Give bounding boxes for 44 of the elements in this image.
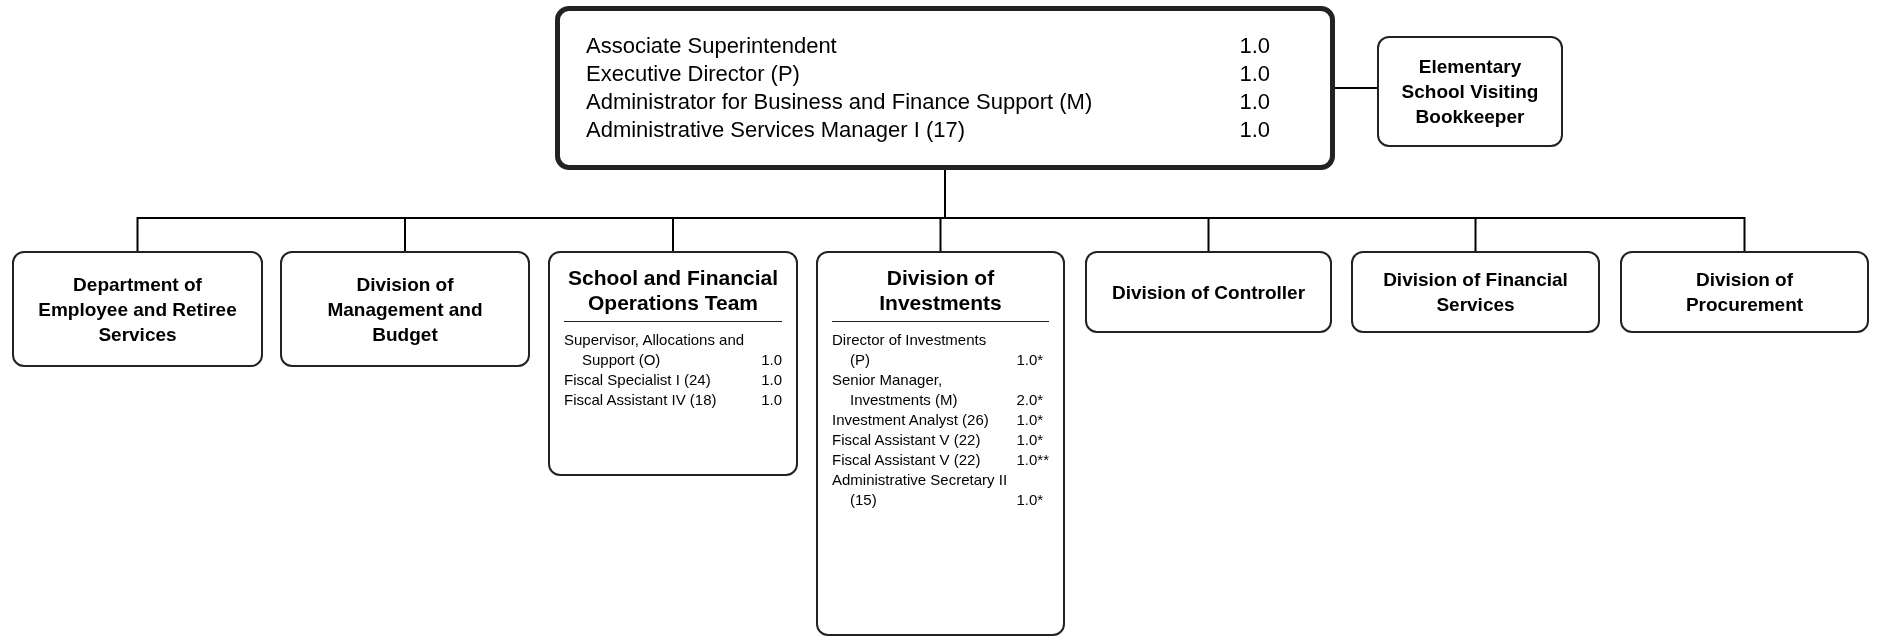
unit-heading: Division of Financial Services bbox=[1382, 268, 1569, 317]
unit-box bbox=[1085, 251, 1332, 333]
position-title: Director of Investments (P) bbox=[832, 330, 988, 370]
position-count: 1.0 bbox=[1239, 116, 1270, 144]
unit-heading: Department of Employee and Retiree Services bbox=[37, 272, 238, 347]
connector-line bbox=[1334, 87, 1378, 89]
position-title: Administrator for Business and Finance Support (M) bbox=[586, 88, 1094, 116]
position-title: Executive Director (P) bbox=[586, 60, 801, 88]
position-count: 2.0* bbox=[1016, 390, 1045, 410]
unit-box bbox=[548, 251, 798, 476]
position-count: 1.0 bbox=[1239, 60, 1270, 88]
position-count: 1.0* bbox=[1016, 490, 1045, 510]
position-title: Fiscal Assistant V (22) bbox=[832, 450, 982, 470]
unit-heading: School and Financial Operations Team bbox=[564, 265, 782, 322]
position-title: Supervisor, Allocations and Support (O) bbox=[564, 330, 746, 370]
unit-box bbox=[1351, 251, 1600, 333]
position-count: 1.0 bbox=[1239, 32, 1270, 60]
position-count: 1.0* bbox=[1016, 410, 1045, 430]
unit-heading: Division of Controller bbox=[1110, 280, 1307, 305]
position-title: Fiscal Assistant V (22) bbox=[832, 430, 982, 450]
position-count: 1.0 bbox=[1239, 88, 1270, 116]
position-count: 1.0** bbox=[1016, 450, 1049, 470]
position-count: 1.0* bbox=[1016, 350, 1045, 370]
position-count: 1.0 bbox=[761, 370, 782, 390]
position-box bbox=[555, 6, 1335, 170]
unit-box bbox=[1620, 251, 1869, 333]
unit-box bbox=[280, 251, 530, 367]
position-title: Fiscal Specialist I (24) bbox=[564, 370, 712, 390]
position-title: Investment Analyst (26) bbox=[832, 410, 990, 430]
position-title: Senior Manager, Investments (M) bbox=[832, 370, 959, 410]
position-title: Administrative Secretary II (15) bbox=[832, 470, 1009, 510]
position-count: 1.0 bbox=[761, 390, 782, 410]
position-title: Associate Superintendent bbox=[586, 32, 838, 60]
unit-heading: Elementary School Visiting Bookkeeper bbox=[1400, 55, 1540, 129]
position-count: 1.0 bbox=[761, 350, 782, 370]
position-title: Administrative Services Manager I (17) bbox=[586, 116, 967, 144]
unit-box bbox=[12, 251, 263, 367]
unit-heading: Division of Investments bbox=[832, 265, 1049, 322]
position-title: Fiscal Assistant IV (18) bbox=[564, 390, 718, 410]
unit-box bbox=[816, 251, 1065, 636]
unit-heading: Division of Procurement bbox=[1684, 268, 1805, 317]
position-count: 1.0* bbox=[1016, 430, 1045, 450]
unit-box bbox=[1377, 36, 1563, 147]
unit-heading: Division of Management and Budget bbox=[326, 272, 484, 347]
